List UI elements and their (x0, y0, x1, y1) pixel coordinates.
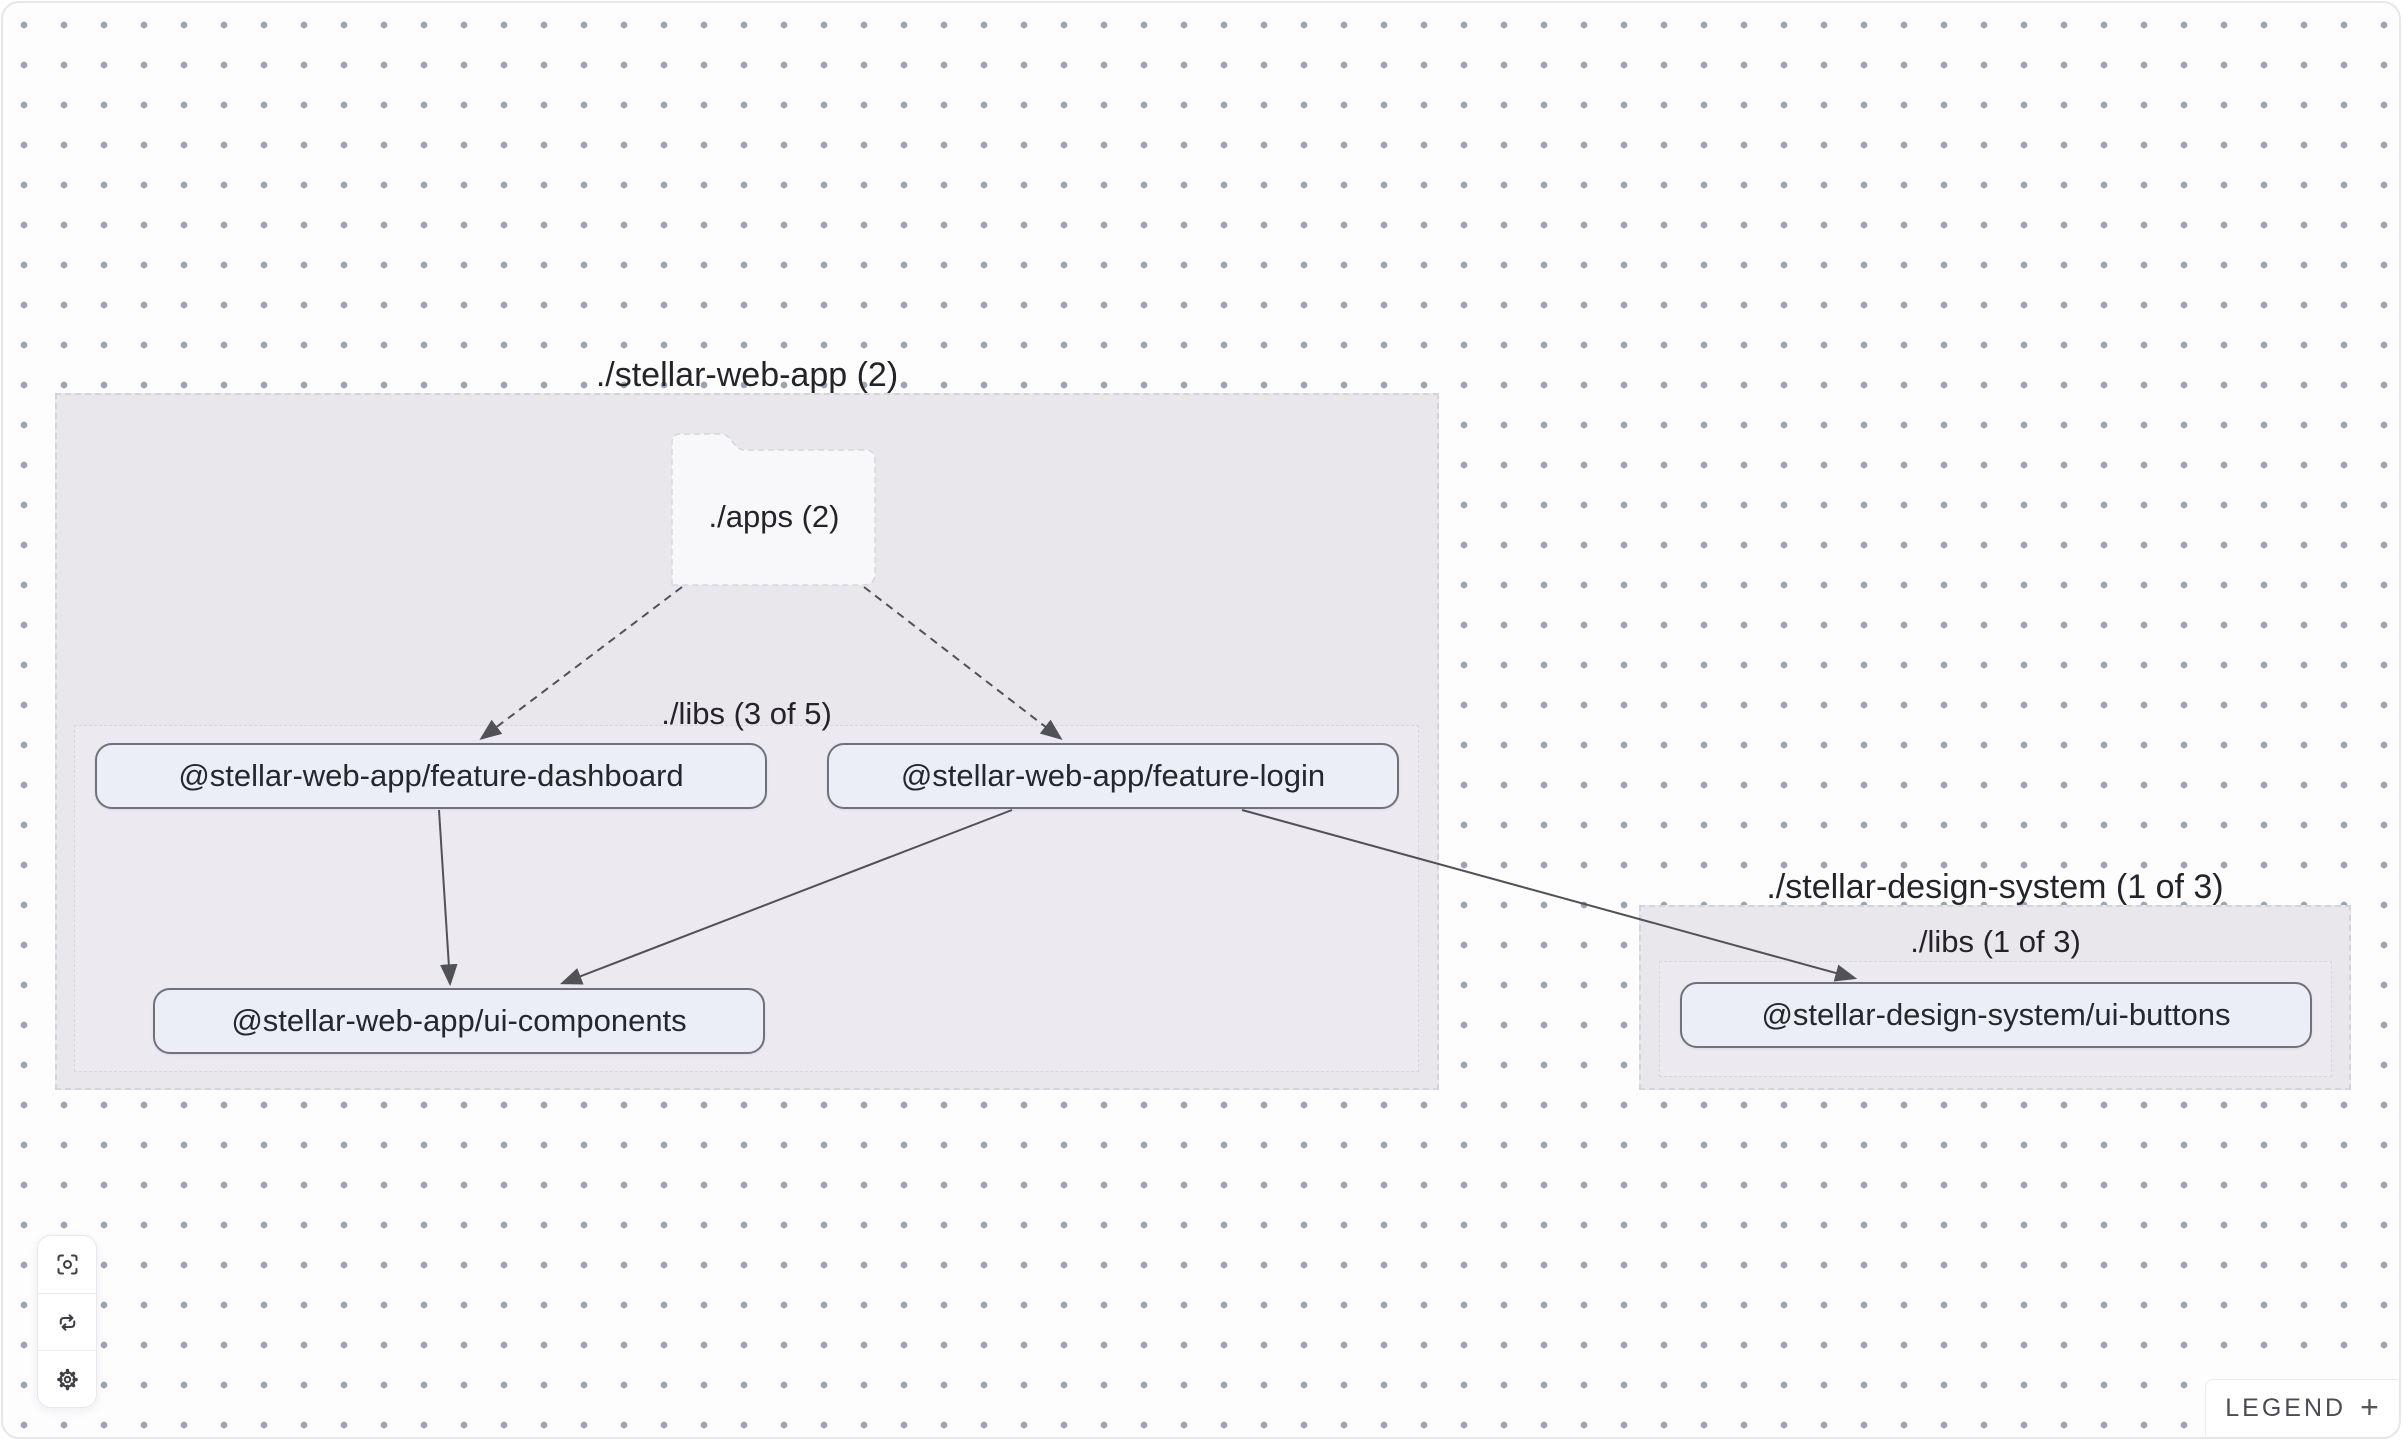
folder-label: ./apps (2) (708, 499, 840, 534)
group-label-stellar-design-system: ./stellar-design-system (1 of 3) (1766, 868, 2224, 906)
settings-button[interactable] (38, 1350, 96, 1407)
legend-label: LEGEND (2225, 1393, 2347, 1422)
folder-node-apps[interactable]: ./apps (2) (670, 432, 878, 588)
subgroup-label-design-system-libs: ./libs (1 of 3) (1910, 924, 2081, 959)
group-label-stellar-web-app: ./stellar-web-app (2) (595, 356, 899, 394)
node-feature-login[interactable]: @stellar-web-app/feature-login (827, 743, 1399, 809)
focus-icon (54, 1251, 81, 1278)
node-feature-dashboard[interactable]: @stellar-web-app/feature-dashboard (95, 743, 767, 809)
settings-icon (54, 1366, 81, 1393)
legend-toggle[interactable]: LEGEND + (2205, 1379, 2398, 1436)
subgroup-label-web-app-libs: ./libs (3 of 5) (661, 696, 832, 731)
zoom-to-fit-button[interactable] (38, 1236, 96, 1293)
node-ui-components[interactable]: @stellar-web-app/ui-components (153, 988, 765, 1054)
folder-icon (671, 433, 876, 586)
refresh-icon (54, 1309, 81, 1336)
canvas-toolbar (37, 1235, 97, 1408)
node-ui-buttons[interactable]: @stellar-design-system/ui-buttons (1680, 982, 2312, 1048)
refresh-button[interactable] (38, 1293, 96, 1350)
plus-icon: + (2360, 1388, 2379, 1425)
